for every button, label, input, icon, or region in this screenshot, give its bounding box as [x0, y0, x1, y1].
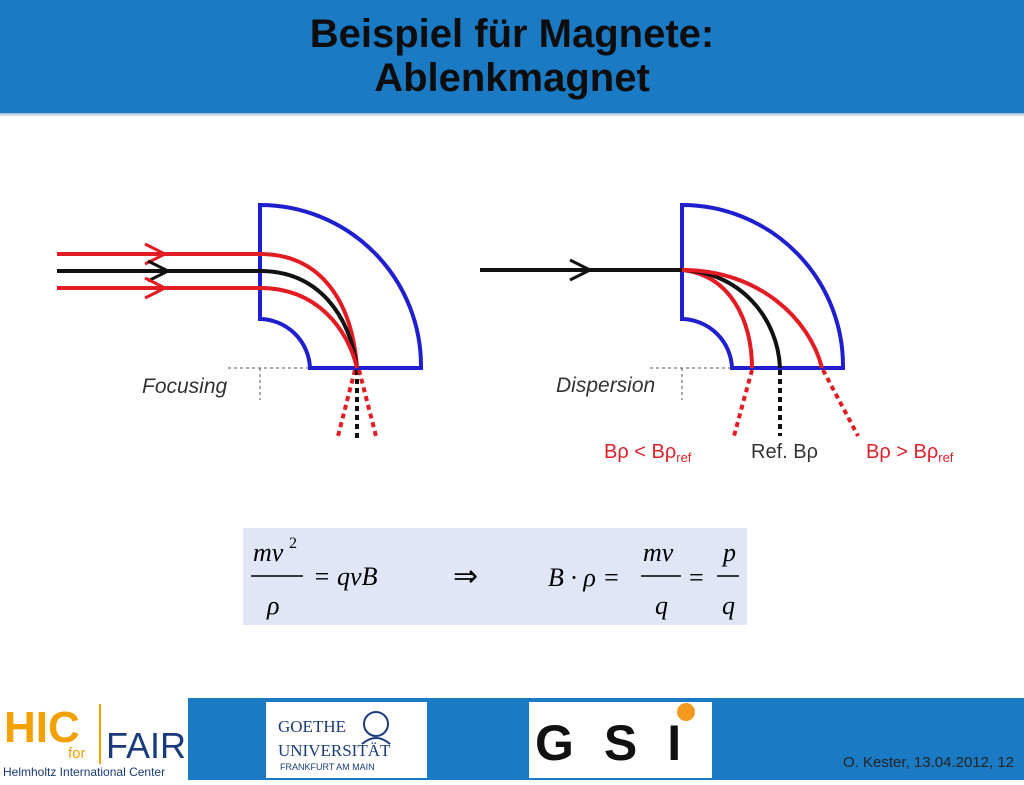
- focusing-magnet-outline: [258, 202, 424, 370]
- goethe-logo-svg: GOETHE UNIVERSITÄT FRANKFURT AM MAIN: [278, 711, 391, 772]
- hic-fair: FAIR: [106, 725, 186, 766]
- hic-for: for: [68, 745, 86, 762]
- dispersion-arrowhead: [569, 258, 594, 282]
- goethe-portrait-icon: [363, 711, 389, 737]
- formula-box: mv 2 ρ = qvB ⇒ B · ρ = mv q = p q: [243, 528, 747, 625]
- label-high-main: Bρ > Bρ: [866, 441, 938, 463]
- gsi-dot-icon: [677, 703, 695, 721]
- hic-fair-logo: HIC for FAIR Helmholtz International Cen…: [0, 698, 188, 780]
- slide-title: Beispiel für Magnete: Ablenkmagnet: [0, 12, 1024, 100]
- dispersion-out-low: [732, 369, 754, 437]
- implies-arrow: ⇒: [453, 560, 478, 593]
- footer-bar: HIC for FAIR Helmholtz International Cen…: [0, 698, 1024, 780]
- eq1-rhs: = qvB: [313, 562, 378, 591]
- label-low-sub: ref: [676, 450, 692, 465]
- dispersion-magnet-outline: [680, 202, 846, 370]
- goethe-portrait-shoulders: [361, 737, 391, 745]
- eq2-numerator-1: mv: [643, 538, 674, 567]
- title-line-1: Beispiel für Magnete:: [309, 12, 715, 56]
- dispersion-out-high: [821, 369, 860, 437]
- magnet-diagram: Focusing Dispersion Bρ < Bρref Ref. Bρ B…: [57, 202, 954, 465]
- focusing-magnet-group: Focusing: [57, 202, 424, 438]
- eq1-denominator: ρ: [266, 591, 279, 620]
- eq2-denominator-1: q: [655, 591, 668, 620]
- focusing-arrowhead-bottom: [144, 276, 169, 300]
- eq2-equals: =: [689, 563, 704, 592]
- focusing-label: Focusing: [142, 375, 228, 398]
- dispersion-label: Dispersion: [556, 374, 655, 397]
- eq2-lhs: B · ρ =: [548, 563, 620, 592]
- focusing-arrowhead-top: [144, 242, 169, 266]
- eq2-denominator-2: q: [722, 591, 735, 620]
- focusing-beam-bottom-bend: [259, 286, 359, 369]
- label-high: Bρ > Bρref: [866, 441, 954, 465]
- hic-caption: Helmholtz International Center: [3, 765, 165, 779]
- title-bar-shadow: [0, 113, 1024, 117]
- hic-fair-logo-svg: HIC for FAIR Helmholtz International Cen…: [3, 703, 186, 779]
- label-low: Bρ < Bρref: [604, 441, 692, 465]
- goethe-logo: GOETHE UNIVERSITÄT FRANKFURT AM MAIN: [266, 702, 427, 778]
- dispersion-magnet-group: Dispersion Bρ < Bρref Ref. Bρ Bρ > Bρref: [480, 202, 954, 465]
- title-bar: Beispiel für Magnete: Ablenkmagnet: [0, 0, 1024, 117]
- goethe-line-1: GOETHE: [278, 717, 346, 736]
- gsi-logo: GSI: [529, 702, 712, 778]
- focusing-arrowhead-center: [147, 259, 172, 283]
- label-high-sub: ref: [938, 450, 954, 465]
- gsi-logo-svg: GSI: [535, 703, 711, 771]
- eq2-numerator-2: p: [721, 538, 736, 567]
- hic-text: HIC: [4, 703, 80, 752]
- title-line-2: Ablenkmagnet: [374, 56, 650, 100]
- eq1-exponent: 2: [289, 535, 297, 552]
- label-ref: Ref. Bρ: [751, 441, 818, 463]
- formula-svg: mv 2 ρ = qvB ⇒ B · ρ = mv q = p q: [251, 535, 739, 620]
- footer-credit: O. Kester, 13.04.2012, 12: [843, 754, 1014, 771]
- eq1-numerator: mv: [253, 538, 284, 567]
- label-low-main: Bρ < Bρ: [604, 441, 676, 463]
- focusing-out-left: [336, 369, 357, 437]
- goethe-line-3: FRANKFURT AM MAIN: [280, 762, 375, 772]
- dispersion-beam-high: [681, 268, 824, 369]
- gsi-text: GSI: [535, 715, 711, 771]
- focusing-out-right: [357, 369, 378, 437]
- goethe-line-2: UNIVERSITÄT: [278, 741, 391, 760]
